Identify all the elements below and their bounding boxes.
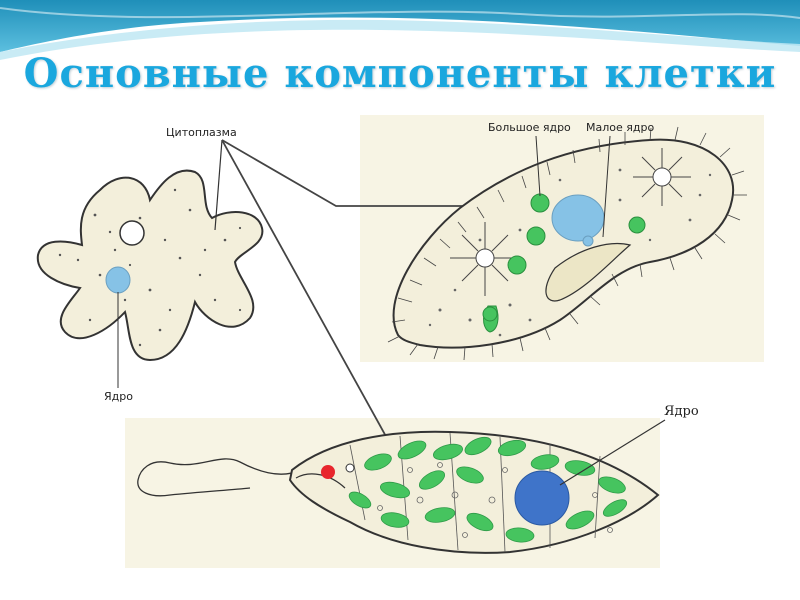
cytoplasm-pointer-euglena	[221, 139, 389, 441]
paramecium-cell	[387, 126, 747, 361]
label-nucleus-amoeba: Ядро	[104, 390, 133, 403]
header-wave-decoration	[0, 0, 800, 60]
euglena-cell	[137, 419, 666, 554]
slide-title: Основные компоненты клетки	[23, 50, 777, 97]
label-nucleus-euglena: Ядро	[664, 404, 699, 419]
label-micronucleus: Малое ядро	[586, 121, 655, 134]
label-cytoplasm: Цитоплазма	[166, 126, 237, 139]
amoeba-cell	[36, 169, 264, 388]
label-macronucleus: Большое ядро	[488, 121, 571, 134]
